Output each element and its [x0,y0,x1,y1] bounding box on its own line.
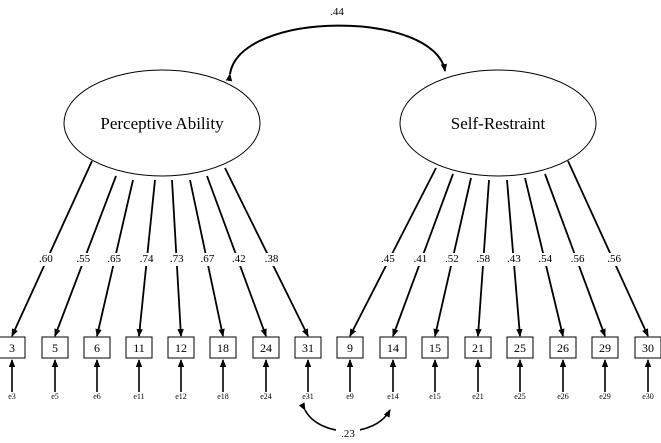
loading-label-6: .65 [107,253,121,265]
item-box-9 [336,336,364,359]
error-label-e15: e15 [429,392,441,401]
loading-path-9 [349,167,437,337]
error-correlation-label: .23 [341,428,355,440]
item-box-31 [294,336,322,359]
latent-ellipse [399,69,597,177]
loading-label-bg [103,253,126,266]
loading-label-24: .42 [232,253,246,265]
error-label-e31: e31 [302,392,314,401]
loading-path-3 [11,160,93,337]
item-label-24: 24 [260,341,272,355]
error-label-e14: e14 [387,392,399,401]
item-box-21 [464,336,492,359]
item-box-11 [125,336,153,359]
loading-label-3: .60 [39,253,53,265]
error-label-e26: e26 [557,392,569,401]
error-label-e5: e5 [51,392,59,401]
error-label-e29: e29 [599,392,611,401]
loading-label-bg [34,253,57,266]
item-label-21: 21 [472,341,484,355]
factor-correlation-arrow [225,24,448,82]
loading-label-bg [376,253,399,266]
loading-label-bg [196,253,219,266]
item-label-11: 11 [133,341,145,355]
error-label-e3: e3 [8,392,16,401]
item-label-3: 3 [9,341,15,355]
item-box-15 [421,336,449,359]
item-box-6 [83,336,111,359]
item-label-5: 5 [52,341,58,355]
item-box-14 [379,336,407,359]
error-label-e9: e9 [346,392,354,401]
loading-label-bg [472,253,495,266]
item-box-24 [252,336,280,359]
item-box-29 [591,336,619,359]
item-label-6: 6 [94,341,100,355]
error-label-e11: e11 [133,392,144,401]
loading-label-25: .43 [507,253,521,265]
loading-label-15: .52 [445,253,459,265]
item-label-30: 30 [642,341,654,355]
item-label-31: 31 [302,341,314,355]
loading-label-bg [603,253,626,266]
loading-label-12: .73 [170,253,184,265]
loading-label-bg [409,253,432,266]
item-box-25 [506,336,534,359]
factor-self-restraint: Self-Restraint [399,69,597,177]
loading-label-11: .74 [140,253,154,265]
factor-correlation-label-bg [322,4,352,19]
loading-label-bg [440,253,463,266]
item-box-12 [167,336,195,359]
factor-label: Perceptive Ability [100,114,224,133]
loading-label-bg [227,253,250,266]
latent-ellipse [63,69,261,177]
item-box-30 [634,336,661,359]
loading-label-bg [135,253,158,266]
item-label-26: 26 [557,341,569,355]
error-label-e18: e18 [217,392,229,401]
error-label-e12: e12 [175,392,187,401]
item-label-14: 14 [387,341,399,355]
loading-label-bg [502,253,525,266]
loading-label-bg [260,253,283,266]
loading-label-5: .55 [76,253,90,265]
error-label-e24: e24 [260,392,272,401]
item-box-18 [209,336,237,359]
loading-label-bg [566,253,589,266]
loading-label-bg [534,253,557,266]
item-box-26 [549,336,577,359]
factor-perceptive-ability: Perceptive Ability [63,69,261,177]
item-box-5 [41,336,69,359]
loading-path-30 [567,160,649,337]
loading-label-30: .56 [607,253,621,265]
item-box-3 [0,336,26,359]
error-label-e30: e30 [642,392,654,401]
item-label-18: 18 [217,341,229,355]
loading-label-21: .58 [476,253,490,265]
factor-correlation-label: .44 [330,6,344,18]
error-label-e21: e21 [472,392,484,401]
error-label-e25: e25 [514,392,526,401]
item-label-9: 9 [347,341,353,355]
error-correlation-label-bg [336,426,360,439]
loading-label-31: .38 [265,253,279,265]
loading-label-18: .67 [200,253,214,265]
loading-label-29: .56 [571,253,585,265]
error-label-e6: e6 [93,392,101,401]
loading-label-26: .54 [538,253,552,265]
loading-label-9: .45 [381,253,395,265]
item-label-25: 25 [514,341,526,355]
factor-label: Self-Restraint [451,114,546,133]
loading-label-bg [165,253,188,266]
item-label-15: 15 [429,341,441,355]
loading-label-14: .41 [414,253,428,265]
loading-path-31 [224,167,309,337]
item-label-12: 12 [175,341,187,355]
loading-label-bg [72,253,95,266]
item-label-29: 29 [599,341,611,355]
